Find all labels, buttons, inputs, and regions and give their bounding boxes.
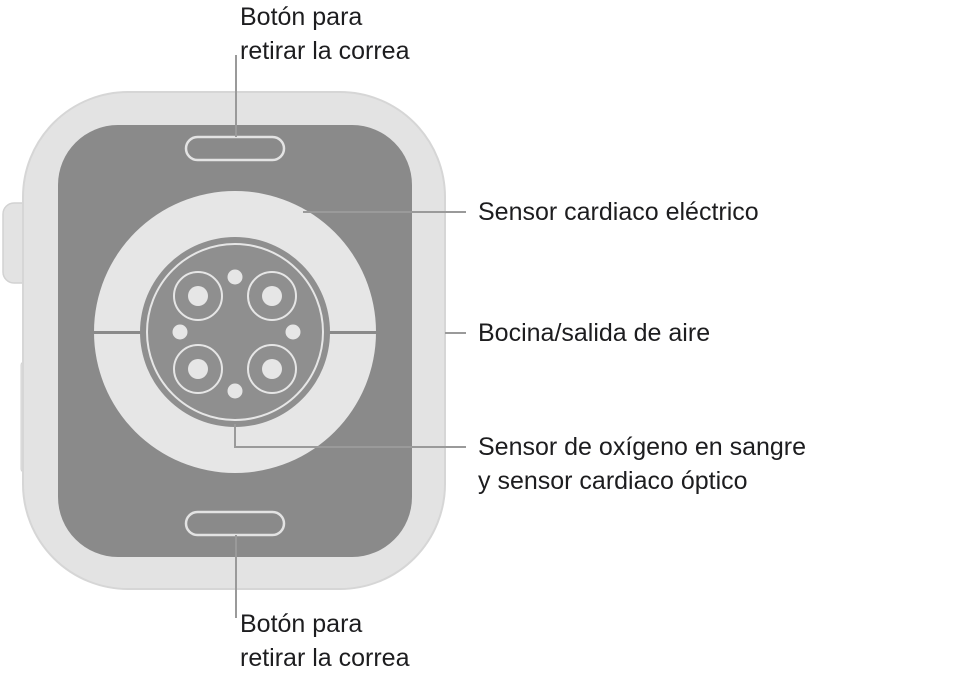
callout-line: retirar la correa [240, 37, 410, 65]
callout-line: y sensor cardiaco óptico [478, 467, 748, 495]
sensor-lens-top-right [247, 271, 297, 321]
callout-line: Botón para [240, 3, 363, 31]
callout-line: Botón para [240, 610, 363, 638]
led-dot-bottom [227, 383, 243, 399]
callout-bottom-band-button: Botón para retirar la correa [240, 607, 410, 675]
callout-top-band-button: Botón para retirar la correa [240, 0, 410, 68]
bottom-band-release-button[interactable] [184, 510, 286, 537]
sensor-lens-bottom-left [173, 344, 223, 394]
callout-line: Sensor cardiaco eléctrico [478, 198, 759, 226]
callout-speaker-air-vent: Bocina/salida de aire [478, 316, 710, 350]
callout-line: retirar la correa [240, 644, 410, 672]
callout-blood-oxygen-optical-sensor: Sensor de oxígeno en sangre y sensor car… [478, 430, 806, 498]
leader-line-optical-sensor [234, 424, 466, 448]
led-dot-top [227, 269, 243, 285]
callout-line: Bocina/salida de aire [478, 319, 711, 347]
sensor-lens-top-left [173, 271, 223, 321]
led-dot-left [172, 324, 188, 340]
callout-electrical-heart-sensor: Sensor cardiaco eléctrico [478, 195, 759, 229]
optical-sensor-area [140, 237, 330, 427]
top-band-release-button[interactable] [184, 135, 286, 162]
optical-sensor-inner-ring [146, 243, 324, 421]
sensor-lens-bottom-right [247, 344, 297, 394]
led-dot-right [285, 324, 301, 340]
callout-line: Sensor de oxígeno en sangre [478, 433, 807, 461]
